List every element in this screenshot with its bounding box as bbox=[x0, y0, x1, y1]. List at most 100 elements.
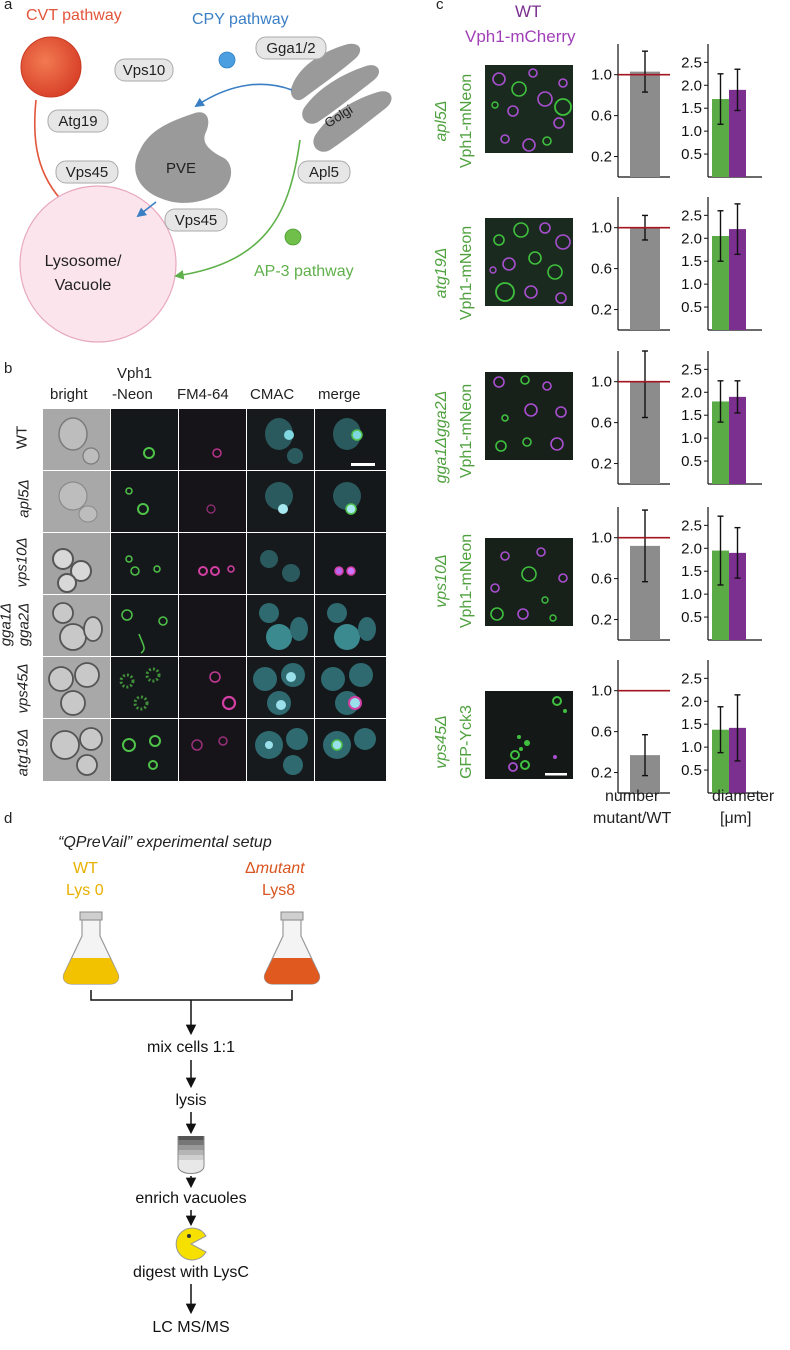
pill-gga12 bbox=[255, 36, 327, 60]
ytick-label-diameter-2-1: 1.0 bbox=[681, 430, 702, 447]
ytick-label-number-4-1: 1.0 bbox=[591, 683, 612, 700]
ytick-label-number-0-0.2: 0.2 bbox=[591, 149, 612, 166]
bar-diameter-0-mutant bbox=[729, 89, 746, 177]
panel-label-c: c bbox=[436, 0, 444, 13]
xlabel-diameter-line2: [μm] bbox=[720, 810, 752, 827]
strain-label-vps45: vps45Δ bbox=[433, 715, 450, 769]
col-header-vph1-line2: -Neon bbox=[112, 386, 153, 403]
confocal-apl5 bbox=[485, 65, 573, 153]
ytick-label-diameter-0-2.5: 2.5 bbox=[681, 54, 702, 71]
cpy-arrow-golgi-pve bbox=[194, 83, 293, 108]
golgi-stack-2 bbox=[302, 65, 380, 124]
scale-bar bbox=[351, 463, 375, 466]
panel-a-diagram: CVT pathway CPY pathway AP-3 pathway Vps… bbox=[19, 7, 392, 343]
pacman-icon bbox=[175, 1227, 207, 1261]
lys8-label: Lys8 bbox=[262, 882, 296, 899]
bar-diameter-0-WT bbox=[712, 99, 729, 177]
atg19-label: Atg19 bbox=[58, 113, 97, 130]
bar-diameter-2-mutant bbox=[729, 396, 746, 484]
ytick-label-number-0-0.6: 0.6 bbox=[591, 108, 612, 125]
ytick-label-diameter-0-1: 1.0 bbox=[681, 123, 702, 140]
golgi-stack-1 bbox=[290, 43, 361, 101]
bright-column bbox=[43, 409, 110, 781]
row-label-gga1: gga1Δ bbox=[0, 602, 15, 647]
panel-c-charts: 0.2 0.6 1.0 0.5 1.0 1.5 2.0 2.5 0.2 0.6 1.0 0.5 1.0 1… bbox=[591, 44, 762, 794]
cvt-vesicle bbox=[20, 36, 82, 98]
strain-label-vps10: vps10Δ bbox=[433, 554, 450, 608]
apl5-label: Apl5 bbox=[309, 164, 339, 181]
ytick-label-number-2-0.6: 0.6 bbox=[591, 415, 612, 432]
ytick-label-number-1-1: 1.0 bbox=[591, 220, 612, 237]
step-mix: mix cells 1:1 bbox=[147, 1039, 235, 1056]
strain-label-atg19: atg19Δ bbox=[433, 247, 450, 299]
bar-diameter-3-WT bbox=[712, 550, 729, 640]
ytick-label-diameter-3-2: 2.0 bbox=[681, 540, 702, 557]
gga12-label: Gga1/2 bbox=[266, 40, 315, 57]
cpy-arrow-pve-vacuole bbox=[136, 201, 157, 218]
ytick-label-diameter-0-0.5: 0.5 bbox=[681, 146, 702, 163]
row-label-atg19: atg19Δ bbox=[14, 728, 32, 777]
bar-number-1-mutant/WT bbox=[630, 227, 660, 330]
marker-label-gga: Vph1-mNeon bbox=[458, 383, 475, 479]
ytick-label-number-0-1: 1.0 bbox=[591, 67, 612, 84]
ytick-label-diameter-3-1.5: 1.5 bbox=[681, 563, 702, 580]
pill-apl5 bbox=[297, 160, 351, 184]
cvt-arrow bbox=[33, 99, 68, 207]
vps45-bottom-label: Vps45 bbox=[175, 212, 218, 229]
pill-vps45-left bbox=[55, 160, 119, 184]
ytick-label-number-3-0.6: 0.6 bbox=[591, 571, 612, 588]
ytick-label-diameter-0-1.5: 1.5 bbox=[681, 100, 702, 117]
ytick-label-diameter-2-2: 2.0 bbox=[681, 384, 702, 401]
ytick-label-diameter-1-2: 2.0 bbox=[681, 230, 702, 247]
merge-column bbox=[315, 409, 386, 781]
vph1-neon-column bbox=[111, 409, 178, 781]
ytick-label-number-1-0.6: 0.6 bbox=[591, 261, 612, 278]
strain-label-gga: gga1Δgga2Δ bbox=[433, 390, 450, 484]
step-lcms: LC MS/MS bbox=[152, 1319, 229, 1336]
ytick-label-diameter-1-0.5: 0.5 bbox=[681, 299, 702, 316]
confocal-atg19 bbox=[485, 218, 573, 306]
bar-diameter-2-WT bbox=[712, 401, 729, 484]
panel-label-d: d bbox=[4, 810, 13, 827]
ytick-label-diameter-1-1: 1.0 bbox=[681, 276, 702, 293]
xlabel-diameter-line1: diameter bbox=[712, 788, 775, 805]
confocal-gga bbox=[485, 372, 573, 460]
mutant-label: Δmutant bbox=[245, 860, 305, 878]
col-header-merge: merge bbox=[318, 386, 361, 403]
marker-label-apl5: Vph1-mNeon bbox=[458, 73, 475, 169]
ytick-label-diameter-4-0.5: 0.5 bbox=[681, 762, 702, 779]
marker-label-atg19: Vph1-mNeon bbox=[458, 225, 475, 321]
ytick-label-number-1-0.2: 0.2 bbox=[591, 302, 612, 319]
pve-shape bbox=[135, 112, 232, 203]
panel-label-b: b bbox=[4, 360, 13, 377]
step-enrich: enrich vacuoles bbox=[135, 1190, 246, 1207]
mutant-delta: Δ bbox=[245, 860, 256, 877]
panel-label-a: a bbox=[4, 0, 13, 13]
bar-diameter-1-mutant bbox=[729, 229, 746, 330]
ytick-label-diameter-0-2: 2.0 bbox=[681, 77, 702, 94]
pill-atg19 bbox=[47, 109, 109, 133]
step-lysis: lysis bbox=[175, 1092, 206, 1109]
step-digest: digest with LysC bbox=[133, 1264, 249, 1281]
ytick-label-number-3-0.2: 0.2 bbox=[591, 612, 612, 629]
marker-label-vps10: Vph1-mNeon bbox=[458, 533, 475, 629]
cvt-pathway-label: CVT pathway bbox=[26, 7, 122, 24]
ytick-label-diameter-4-2: 2.0 bbox=[681, 693, 702, 710]
row-label-gga2: gga2Δ bbox=[15, 602, 33, 647]
fm464-column bbox=[179, 409, 246, 781]
row-label-wt: WT bbox=[13, 425, 31, 450]
xlabel-number-line2: mutant/WT bbox=[593, 810, 672, 827]
bar-diameter-4-WT bbox=[712, 729, 729, 793]
mutant-flask bbox=[263, 911, 321, 985]
col-header-cmac: CMAC bbox=[250, 386, 295, 403]
strain-label-apl5: apl5Δ bbox=[433, 100, 450, 142]
ytick-label-diameter-4-1: 1.0 bbox=[681, 739, 702, 756]
lysosome-vacuole bbox=[19, 185, 177, 343]
pve-label: PVE bbox=[166, 160, 196, 177]
row-label-vps10: vps10Δ bbox=[13, 537, 31, 588]
ap3-vesicle bbox=[284, 228, 302, 246]
bar-diameter-1-WT bbox=[712, 235, 729, 330]
mix-connector bbox=[90, 990, 293, 1001]
cpy-pathway-label: CPY pathway bbox=[192, 11, 289, 28]
ytick-label-diameter-2-1.5: 1.5 bbox=[681, 407, 702, 424]
